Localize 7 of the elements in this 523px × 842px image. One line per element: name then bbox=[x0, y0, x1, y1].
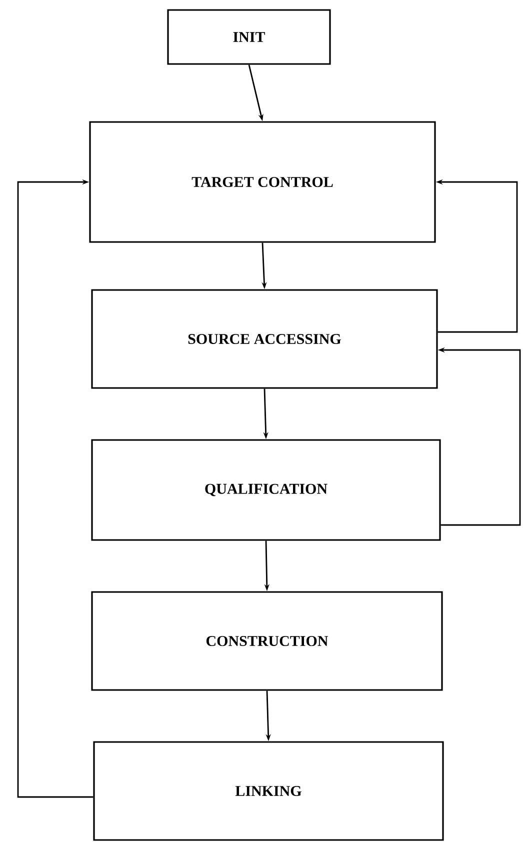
process-box: QUALIFICATION bbox=[91, 439, 441, 541]
process-box: INIT bbox=[167, 9, 331, 65]
process-box: SOURCE ACCESSING bbox=[91, 289, 438, 389]
process-box: TARGET CONTROL bbox=[89, 121, 436, 243]
arrow bbox=[17, 179, 94, 798]
process-box: CONSTRUCTION bbox=[91, 591, 443, 691]
process-box: LINKING bbox=[93, 741, 444, 841]
